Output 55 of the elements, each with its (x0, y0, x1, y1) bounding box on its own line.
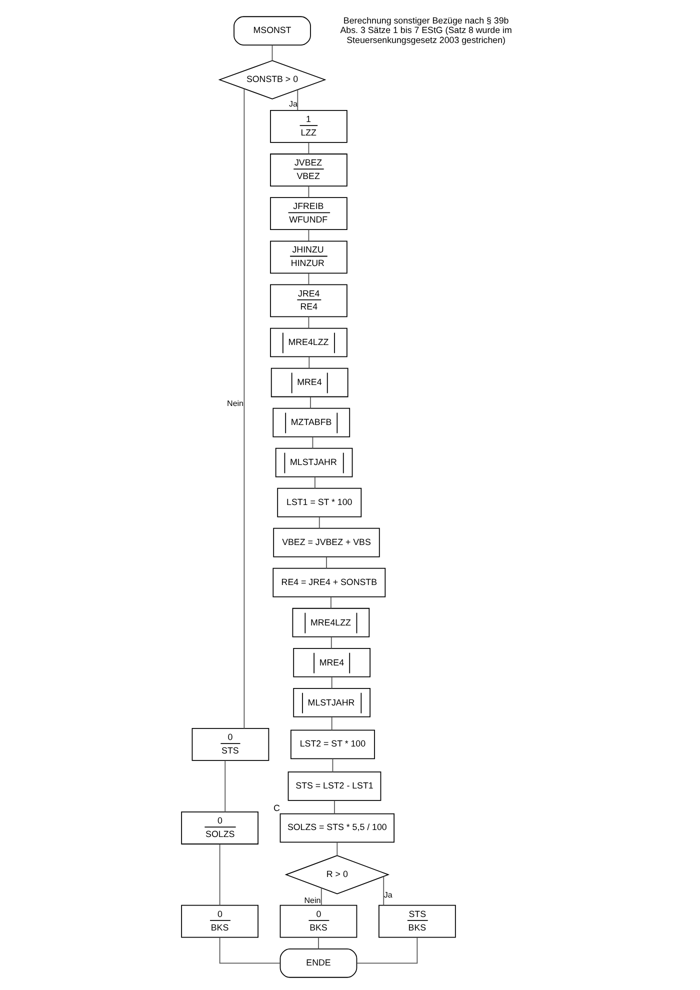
node-box: VBEZ = JVBEZ + VBS (272, 528, 380, 558)
connector (314, 476, 315, 489)
connector (308, 272, 309, 286)
connector (308, 229, 309, 242)
node-box: STS = LST2 - LST1 (287, 772, 381, 801)
node-box: MRE4LZZ (292, 608, 370, 638)
node-box: MRE4 (292, 648, 370, 678)
node-box: 0 STS (191, 728, 269, 761)
edge-label: Ja (288, 99, 297, 108)
edge-label: Nein (226, 399, 244, 408)
connector (332, 758, 333, 772)
node-box: JRE4 RE4 (270, 284, 347, 318)
connector (308, 186, 309, 198)
node-box: MSONST (233, 16, 310, 46)
node-box: 0 BKS (279, 904, 357, 938)
connector (308, 356, 310, 369)
connector (296, 89, 298, 111)
connector (218, 844, 220, 906)
node-box: LST1 = ST * 100 (276, 488, 362, 518)
connector (308, 142, 309, 154)
connector (243, 88, 244, 729)
connector (330, 676, 332, 689)
connector (356, 936, 418, 964)
connector (330, 716, 332, 731)
node-box: MRE4 (270, 368, 348, 398)
node-box: JVBEZ VBEZ (270, 154, 347, 186)
node-box: MRE4LZZ (270, 328, 347, 358)
node-box: RE4 = JRE4 + SONSTB (272, 568, 386, 598)
node-box: ENDE (279, 948, 357, 978)
node-label: C (272, 803, 280, 814)
edge-label: Nein (304, 896, 320, 905)
connector (382, 876, 384, 906)
connector (330, 636, 332, 649)
connector (308, 316, 309, 329)
label: Berechnung sonstiger Bezüge nach § 39b Abs. 3 Sätze 1 bis 7 EStG (Satz 8 wurde im Steuersenkungsgesetz 2003 gestrichen) (340, 15, 512, 45)
connector (336, 842, 338, 856)
node-box: MZTABFB (272, 408, 350, 438)
node-box: 0 BKS (180, 904, 258, 938)
connector (271, 44, 272, 61)
connector (330, 596, 331, 609)
node-diamond: SONSTB > 0 (218, 60, 326, 100)
connector (312, 436, 313, 449)
node-box: MLSTJAHR (274, 448, 352, 478)
node-box: MLSTJAHR (292, 688, 370, 718)
node-box: LST2 = ST * 100 (290, 730, 374, 760)
node-box: 1 LZZ (270, 110, 347, 143)
node-box: JHINZU HINZUR (270, 240, 347, 274)
node-box: JFREIB WFUNDF (270, 197, 347, 230)
node-box: STS BKS (378, 904, 456, 938)
node-box: 0 SOLZS (180, 812, 258, 844)
connector (224, 760, 226, 812)
connector (318, 516, 320, 529)
node-box: SOLZS = STS * 5,5 / 100 (279, 813, 394, 843)
connector (320, 887, 322, 906)
connector (218, 936, 280, 964)
